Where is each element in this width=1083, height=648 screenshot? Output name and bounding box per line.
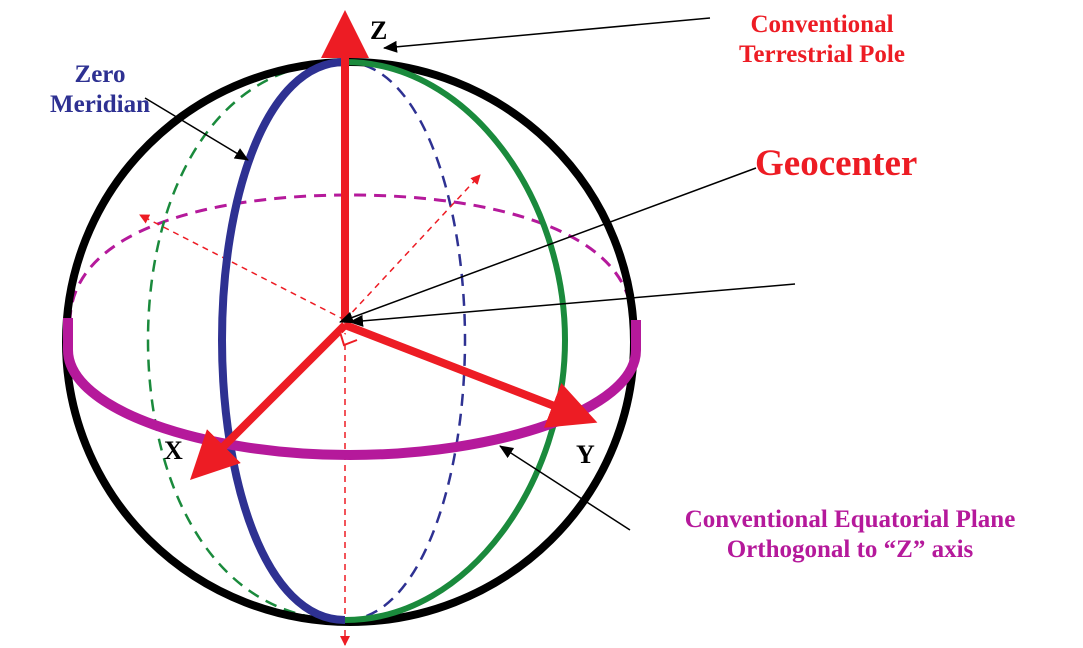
equatorial-plane-label-line2: Orthogonal to “Z” axis <box>726 536 974 563</box>
empty-leader-line <box>349 283 796 327</box>
y-axis-arrow <box>343 321 598 428</box>
x-axis-arrow <box>190 322 348 480</box>
terrestrial-pole-label-line1: Conventional <box>750 11 894 38</box>
green-meridian-front <box>344 59 569 623</box>
equatorial-plane-label: Conventional Equatorial Plane Orthogonal… <box>630 505 1070 565</box>
geocenter-leader-line <box>339 167 757 324</box>
zero-meridian-label-line1: Zero <box>74 61 126 88</box>
zero-meridian-front <box>217 58 346 624</box>
equator-back-dashed <box>68 193 634 323</box>
hidden-axis-back-right <box>344 174 481 321</box>
equatorial-plane-label-line1: Conventional Equatorial Plane <box>684 506 1016 533</box>
equator-front <box>63 318 641 461</box>
zero-meridian-back-dashed <box>344 60 467 622</box>
right-angle-marker <box>339 331 358 347</box>
zero-meridian-label-line2: Meridian <box>50 91 150 118</box>
pole-leader-line <box>383 17 711 53</box>
plane-leader-line <box>499 445 631 531</box>
y-axis-label: Y <box>576 440 595 469</box>
x-axis-label: X <box>164 436 183 465</box>
hidden-axis-back-left <box>139 214 346 321</box>
meridian-leader-line <box>144 97 249 161</box>
terrestrial-pole-label: Conventional Terrestrial Pole <box>712 10 932 70</box>
green-meridian-back-dashed <box>146 60 346 622</box>
z-axis-label: Z <box>370 16 388 45</box>
terrestrial-pole-label-line2: Terrestrial Pole <box>739 41 905 68</box>
geocenter-label: Geocenter <box>755 143 918 184</box>
zero-meridian-label: Zero Meridian <box>30 60 170 120</box>
